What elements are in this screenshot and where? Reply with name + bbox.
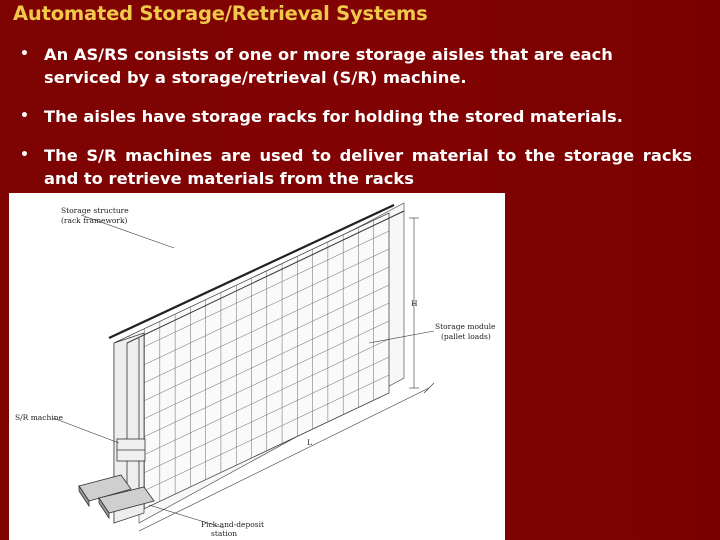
- label-station: station: [211, 529, 237, 538]
- label-pd-station: Pick-and-deposit: [201, 520, 264, 529]
- rack-grid-line: [113, 248, 390, 380]
- label-length: L: [307, 438, 312, 447]
- sr-machine: [116, 338, 146, 493]
- label-height: H: [411, 299, 418, 308]
- figure-labels: Storage structure (rack framework) H Sto…: [15, 206, 496, 538]
- bullet-item: • An AS/RS consists of one or more stora…: [20, 43, 692, 89]
- bullet-text: The S/R machines are used to deliver mat…: [44, 146, 692, 188]
- pick-and-deposit-stations: [78, 474, 155, 520]
- rack-grid-line: [113, 356, 390, 488]
- bullet-dot-icon: •: [20, 46, 29, 62]
- label-storage-module: Storage module: [435, 322, 496, 331]
- bullet-list: • An AS/RS consists of one or more stora…: [20, 43, 692, 190]
- rack-grid-line: [113, 284, 390, 416]
- bullet-text: An AS/RS consists of one or more storage…: [44, 45, 613, 87]
- label-sr-machine: S/R machine: [15, 413, 64, 422]
- bullet-item: • The S/R machines are used to deliver m…: [20, 144, 692, 190]
- rack-grid: [113, 220, 390, 516]
- rack-structure: [108, 202, 405, 524]
- asrs-figure: Storage structure (rack framework) H Sto…: [9, 193, 505, 540]
- rack-grid-line: [113, 230, 390, 362]
- rack-grid-line: [113, 338, 390, 470]
- label-storage-structure: Storage structure: [61, 206, 129, 215]
- rack-grid-line: [113, 374, 390, 506]
- label-pallet-loads: (pallet loads): [441, 332, 491, 341]
- asrs-illustration: Storage structure (rack framework) H Sto…: [15, 202, 496, 538]
- rack-grid-line: [113, 302, 390, 434]
- bullet-dot-icon: •: [20, 147, 29, 163]
- rack-grid-line: [113, 266, 390, 398]
- bullet-dot-icon: •: [20, 108, 29, 124]
- label-rack-framework: (rack framework): [61, 216, 128, 225]
- bullet-text: The aisles have storage racks for holdin…: [44, 107, 623, 126]
- bullet-item: • The aisles have storage racks for hold…: [20, 105, 692, 128]
- dimension-lines: [52, 214, 435, 532]
- rack-grid-line: [113, 320, 390, 452]
- slide-title: Automated Storage/Retrieval Systems: [13, 2, 428, 25]
